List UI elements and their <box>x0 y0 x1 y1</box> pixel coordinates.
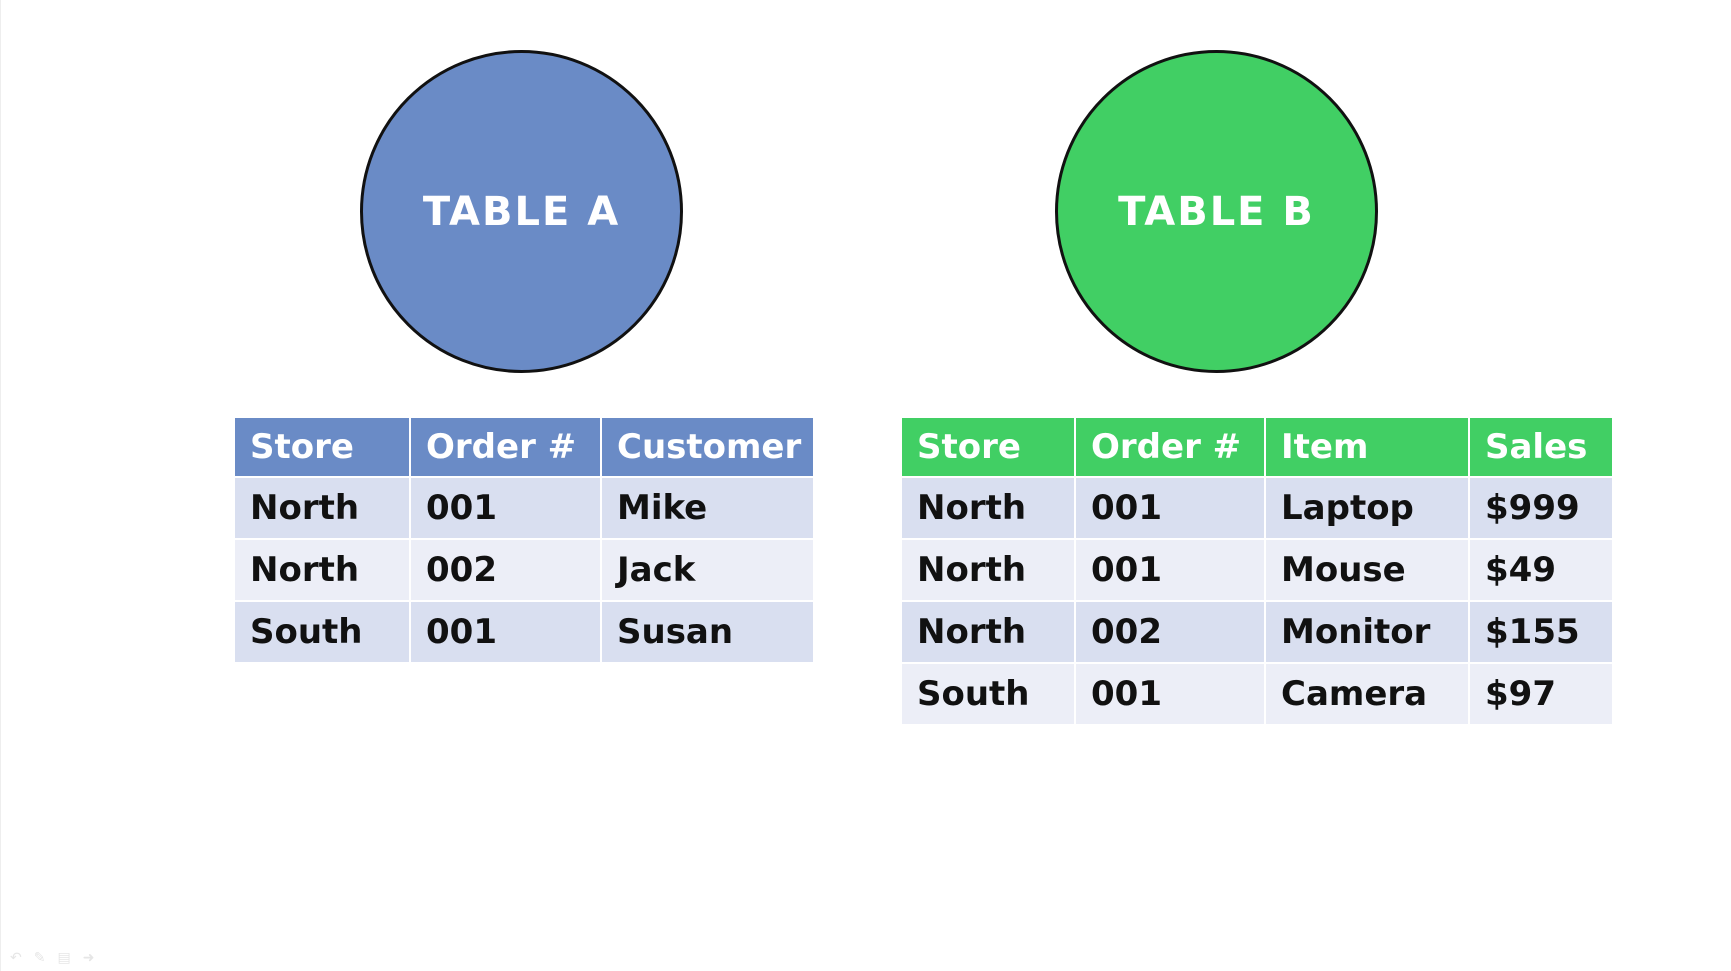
back-arrow-icon[interactable]: ↶ <box>10 950 22 966</box>
table-a-cell: North <box>233 538 411 602</box>
table-b-cell: $97 <box>1468 662 1614 726</box>
table-b-cell: $49 <box>1468 538 1614 602</box>
table-a-cell: Jack <box>600 538 815 602</box>
menu-icon[interactable]: ▤ <box>57 950 71 966</box>
table-b-cell: $155 <box>1468 600 1614 664</box>
table-row: North 001 Mike <box>233 476 815 540</box>
table-a-cell: North <box>233 476 411 540</box>
table-b-header-sales: Sales <box>1468 416 1614 478</box>
table-b-cell: South <box>900 662 1076 726</box>
table-row: South 001 Susan <box>233 600 815 664</box>
table-a-cell: Susan <box>600 600 815 664</box>
table-a-cell: Mike <box>600 476 815 540</box>
table-b-cell: North <box>900 538 1076 602</box>
table-b-cell: Mouse <box>1264 538 1470 602</box>
table-b-circle-label: TABLE B <box>1118 188 1315 235</box>
slide-nav-controls: ↶ ✎ ▤ ➜ <box>10 950 94 966</box>
table-a-circle: TABLE A <box>360 50 683 373</box>
table-row: North 002 Jack <box>233 538 815 602</box>
table-b-cell: North <box>900 476 1076 540</box>
table-b-cell: Laptop <box>1264 476 1470 540</box>
table-b-header-order: Order # <box>1074 416 1266 478</box>
table-b-cell: $999 <box>1468 476 1614 540</box>
table-b-cell: 001 <box>1074 662 1266 726</box>
table-b-header-store: Store <box>900 416 1076 478</box>
table-b: Store Order # Item Sales North 001 Lapto… <box>900 416 1614 726</box>
table-b-cell: 001 <box>1074 538 1266 602</box>
table-b-cell: North <box>900 600 1076 664</box>
table-row: North 002 Monitor $155 <box>900 600 1614 664</box>
table-row: North 001 Laptop $999 <box>900 476 1614 540</box>
table-a-header-row: Store Order # Customer <box>233 416 815 478</box>
table-row: South 001 Camera $97 <box>900 662 1614 726</box>
pen-icon[interactable]: ✎ <box>33 950 46 966</box>
table-a-cell: 001 <box>409 476 602 540</box>
table-b-circle: TABLE B <box>1055 50 1378 373</box>
table-a-cell: 002 <box>409 538 602 602</box>
table-a-header-store: Store <box>233 416 411 478</box>
table-b-cell: Camera <box>1264 662 1470 726</box>
table-a-cell: 001 <box>409 600 602 664</box>
table-b-header-row: Store Order # Item Sales <box>900 416 1614 478</box>
table-a-cell: South <box>233 600 411 664</box>
forward-arrow-icon[interactable]: ➜ <box>82 950 95 966</box>
table-b-cell: 001 <box>1074 476 1266 540</box>
table-b-cell: Monitor <box>1264 600 1470 664</box>
table-a-header-customer: Customer <box>600 416 815 478</box>
table-a: Store Order # Customer North 001 Mike No… <box>233 416 815 664</box>
slide-edge <box>0 0 1 971</box>
table-a-header-order: Order # <box>409 416 602 478</box>
table-row: North 001 Mouse $49 <box>900 538 1614 602</box>
table-a-circle-label: TABLE A <box>422 188 621 235</box>
table-b-header-item: Item <box>1264 416 1470 478</box>
table-b-cell: 002 <box>1074 600 1266 664</box>
